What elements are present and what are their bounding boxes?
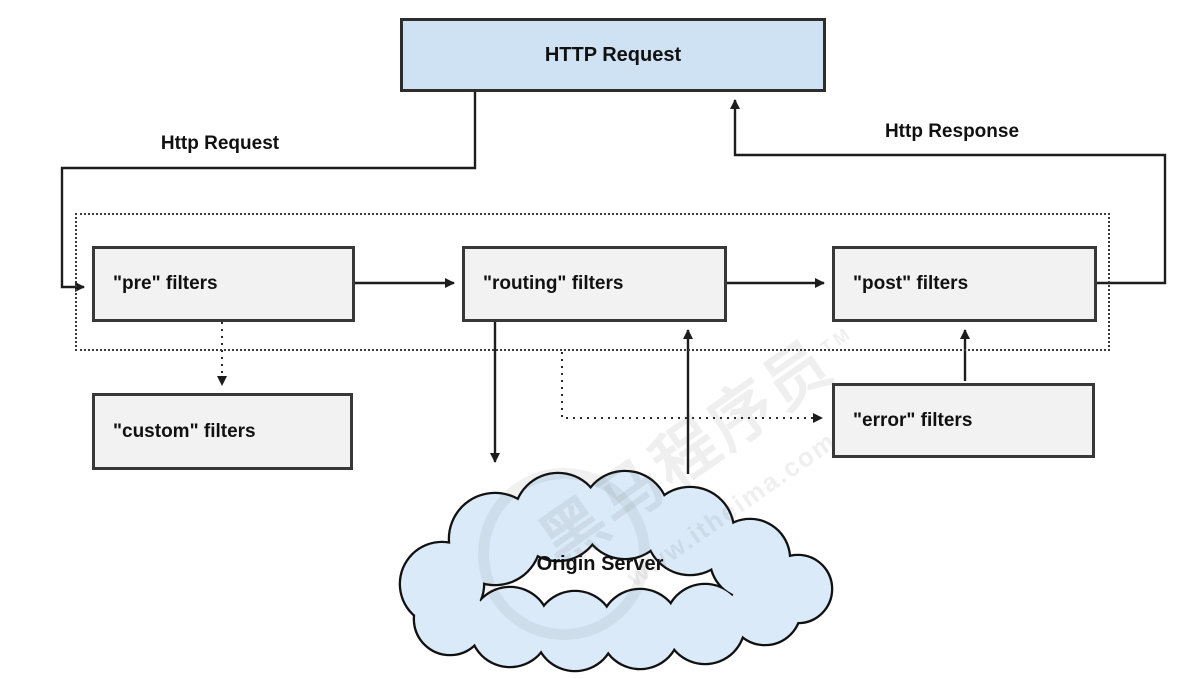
node-http-request: HTTP Request bbox=[400, 18, 826, 92]
http-request-edge-label: Http Request bbox=[160, 133, 280, 154]
edge-post-to-response bbox=[730, 99, 1167, 285]
node-post-filters: "post" filters bbox=[832, 246, 1097, 322]
node-routing-filters: "routing" filters bbox=[462, 246, 727, 322]
node-pre-filters: "pre" filters bbox=[92, 246, 355, 322]
http-response-edge-label: Http Response bbox=[884, 121, 1020, 142]
edge-region-to-error bbox=[561, 352, 823, 423]
node-custom-filters: "custom" filters bbox=[92, 393, 353, 470]
watermark-logo-ring bbox=[478, 468, 650, 640]
filter-chain-region bbox=[75, 213, 1110, 351]
node-error-filters: "error" filters bbox=[832, 383, 1095, 458]
edge-request-to-pre bbox=[60, 92, 477, 292]
